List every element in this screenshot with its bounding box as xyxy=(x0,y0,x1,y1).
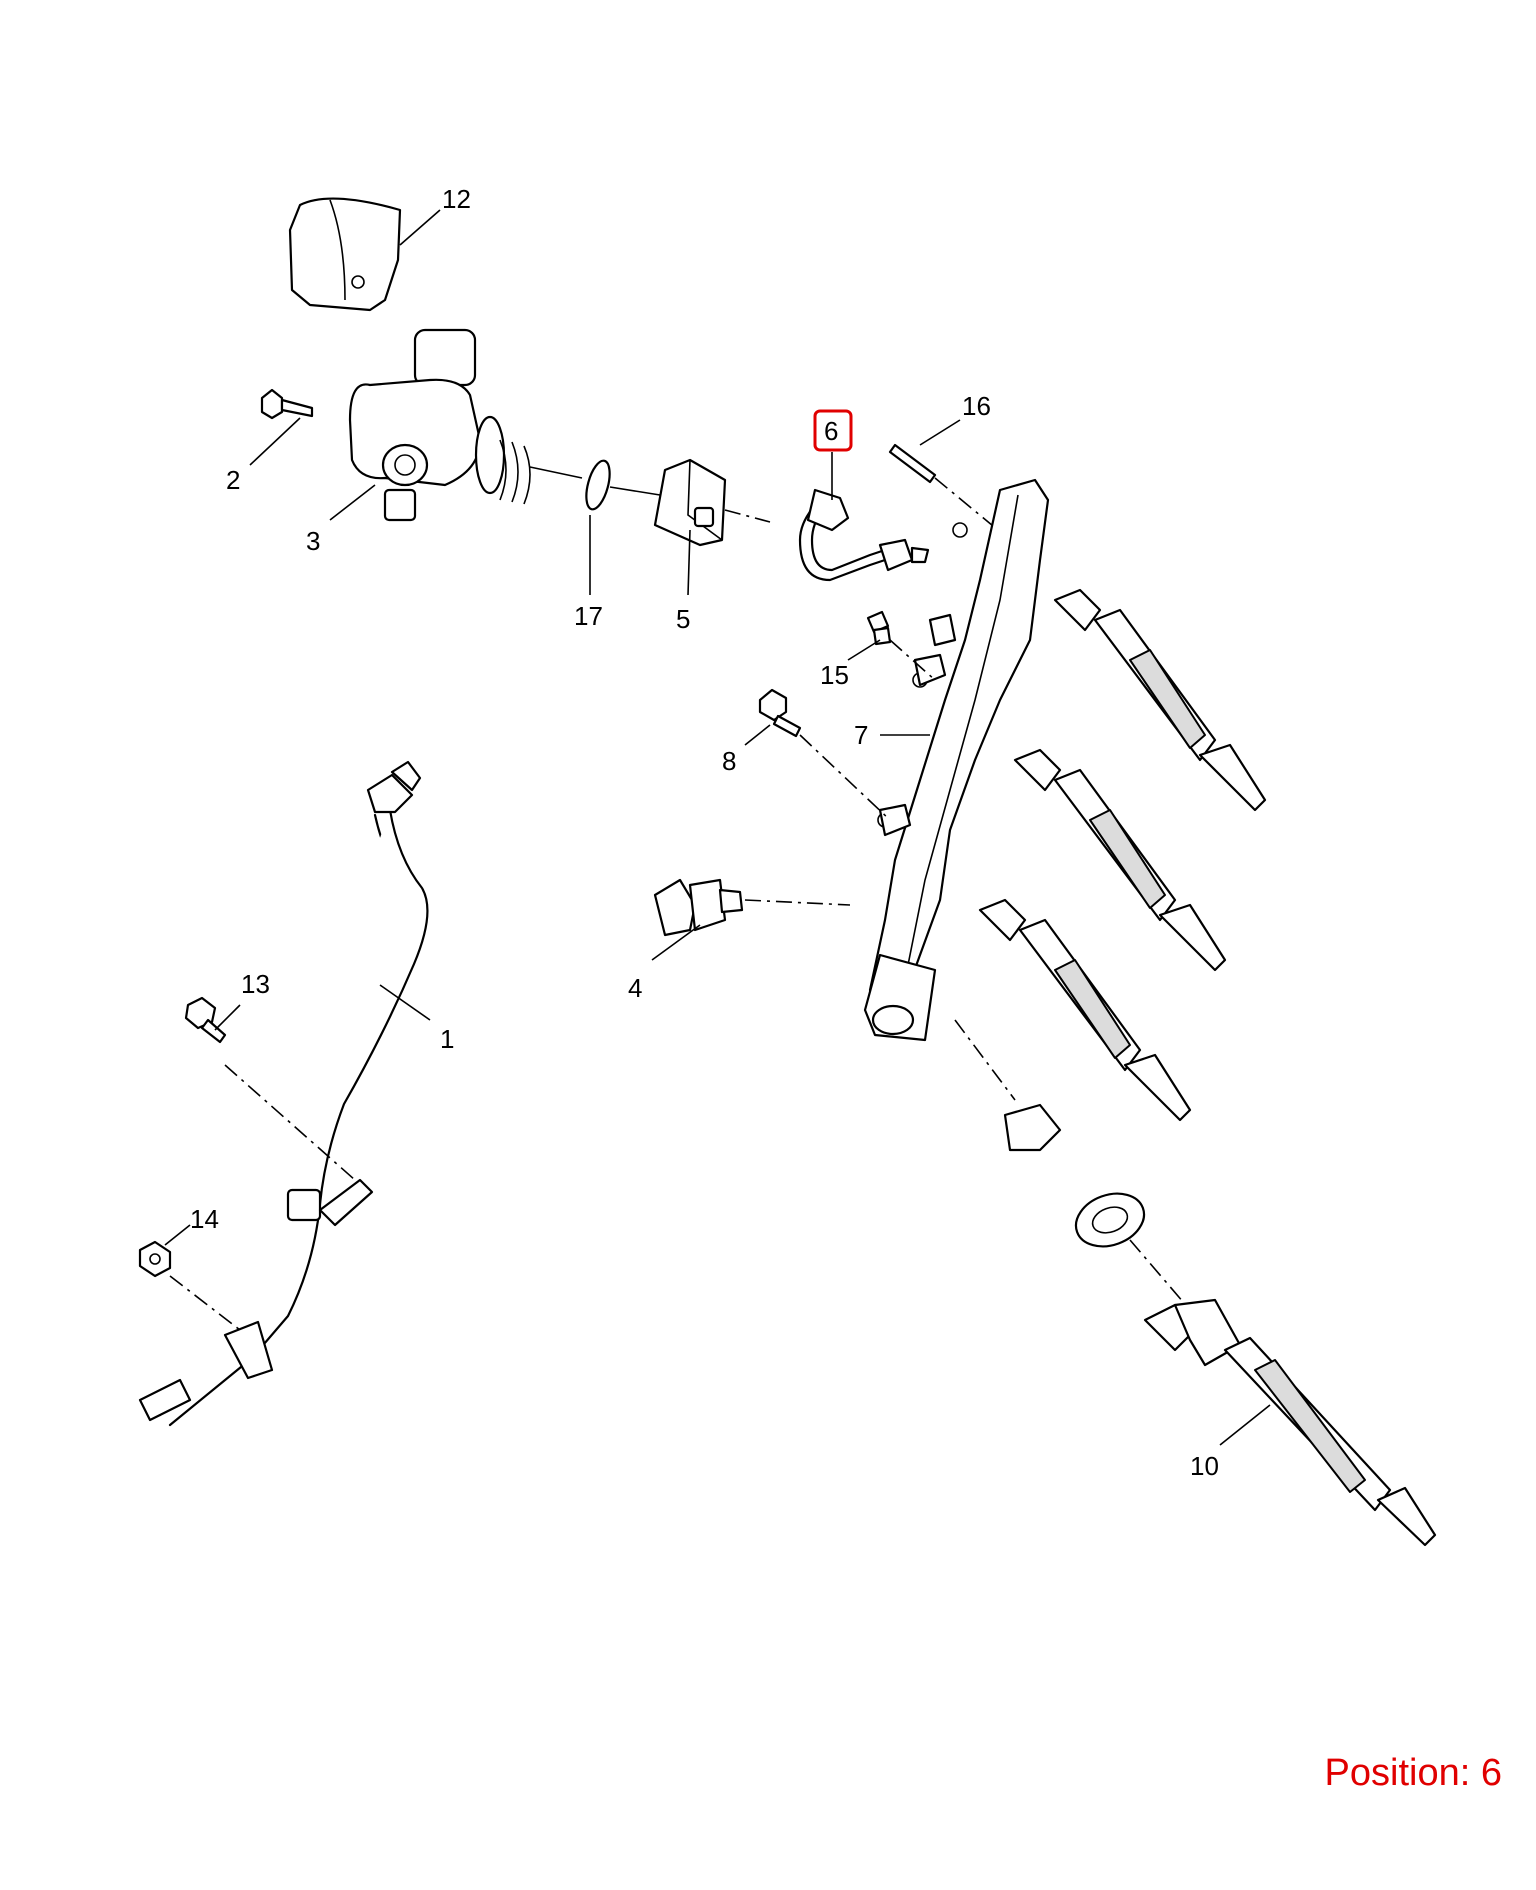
part-13-bolt[interactable] xyxy=(184,996,227,1044)
part-5-follower[interactable] xyxy=(653,458,771,547)
callout-8[interactable]: 8 xyxy=(722,746,736,776)
part-16-dowel-pin[interactable] xyxy=(888,443,1011,541)
part-15-stud[interactable] xyxy=(866,610,936,681)
callout-10[interactable]: 10 xyxy=(1190,1451,1219,1481)
part-3-high-pressure-pump[interactable] xyxy=(348,328,583,522)
part-14-nut[interactable] xyxy=(138,1240,241,1331)
part-2-bolt[interactable] xyxy=(260,388,314,420)
callout-12[interactable]: 12 xyxy=(442,184,471,214)
callout-2[interactable]: 2 xyxy=(226,465,240,495)
part-17-o-ring[interactable] xyxy=(582,458,661,511)
injector-rail-2[interactable] xyxy=(1013,748,1227,972)
part-1-fuel-line[interactable] xyxy=(138,760,429,1427)
part-12-pump-cover[interactable] xyxy=(288,197,402,312)
injector-rail-3[interactable] xyxy=(978,898,1192,1122)
part-8-bolt[interactable] xyxy=(758,688,891,821)
callout-labels: 12 2 3 17 5 6 16 15 7 8 4 13 1 14 10 xyxy=(190,184,1219,1481)
callout-6[interactable]: 6 xyxy=(824,416,838,446)
callout-7[interactable]: 7 xyxy=(854,720,868,750)
callout-5[interactable]: 5 xyxy=(676,604,690,634)
callout-13[interactable]: 13 xyxy=(241,969,270,999)
callout-3[interactable]: 3 xyxy=(306,526,320,556)
callout-16[interactable]: 16 xyxy=(962,391,991,421)
leader-lines xyxy=(164,209,1271,1446)
injector-rail-1[interactable] xyxy=(1053,588,1267,812)
callout-6-highlight xyxy=(813,409,853,452)
part-4-pressure-sensor[interactable] xyxy=(653,878,851,937)
part-10-injector-assembly[interactable] xyxy=(954,1019,1437,1547)
position-label: Position: 6 xyxy=(1324,1752,1502,1794)
callout-14[interactable]: 14 xyxy=(190,1204,219,1234)
callout-1[interactable]: 1 xyxy=(440,1024,454,1054)
part-6-fuel-pipe[interactable] xyxy=(798,488,930,582)
part-7-fuel-rail[interactable] xyxy=(863,478,1050,1042)
callout-17[interactable]: 17 xyxy=(574,601,603,631)
callout-15[interactable]: 15 xyxy=(820,660,849,690)
callout-4[interactable]: 4 xyxy=(628,973,642,1003)
